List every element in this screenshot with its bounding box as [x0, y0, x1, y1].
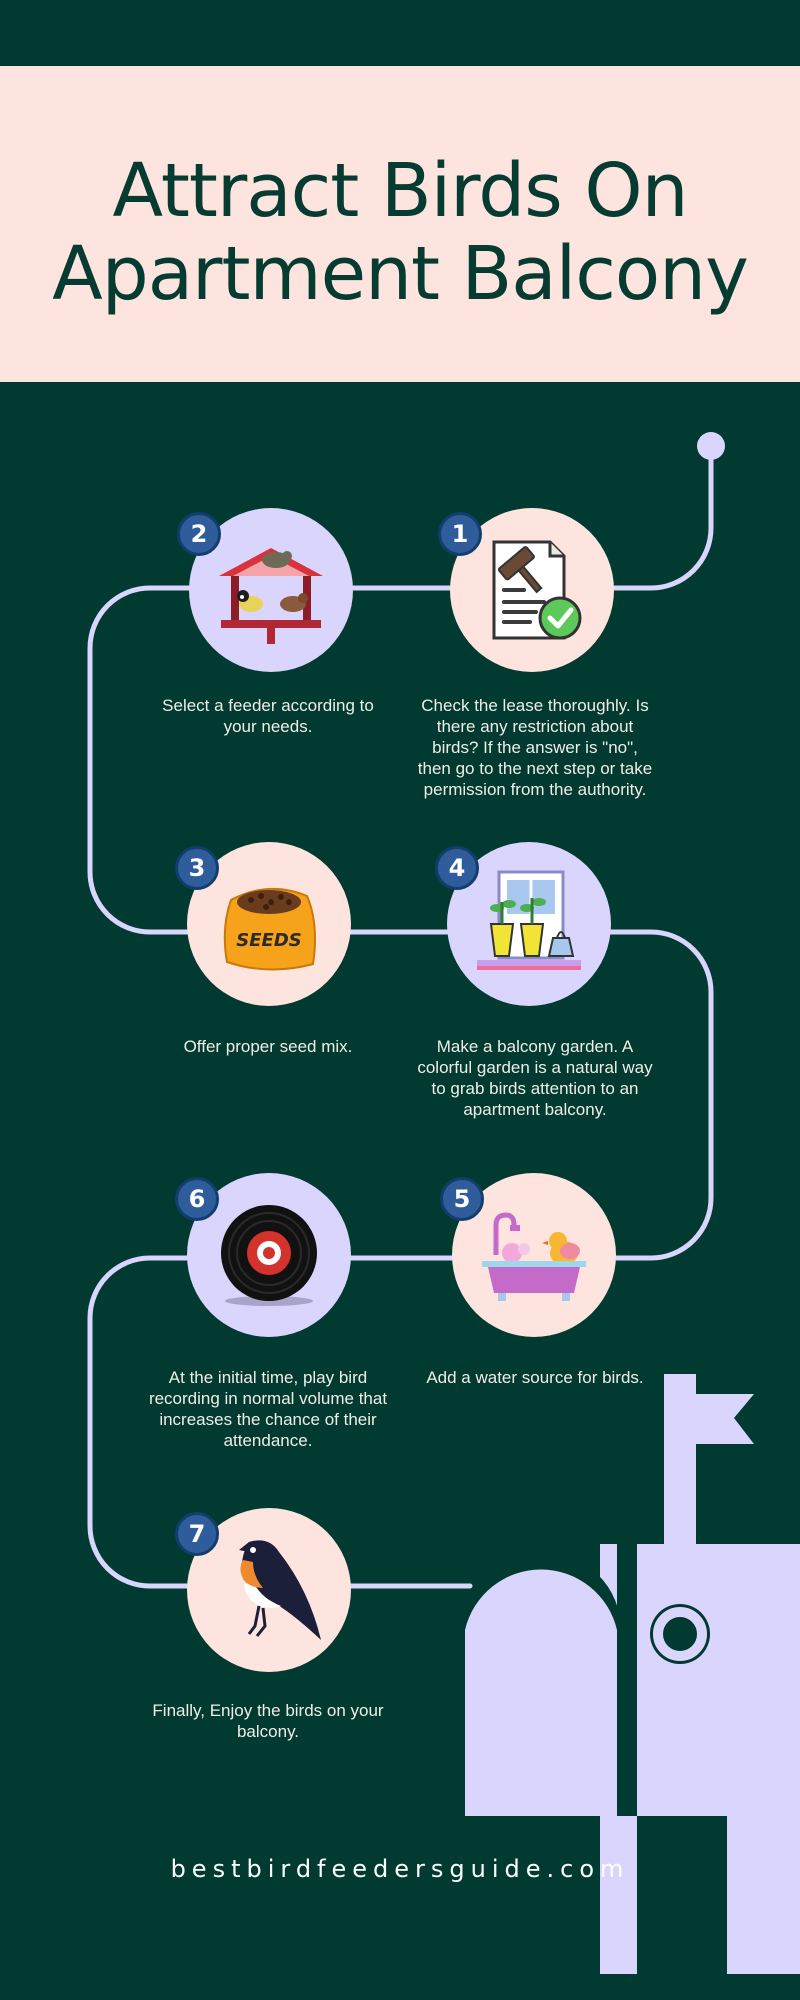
flag-pole — [664, 1374, 696, 1622]
title-line-2: Apartment Balcony — [52, 231, 749, 317]
seed-bag-icon: SEEDS — [223, 887, 316, 971]
step-6-badge: 6 — [175, 1177, 219, 1221]
step-3-description: Offer proper seed mix. — [183, 1037, 353, 1056]
lease-document-icon — [492, 540, 582, 640]
step-7-badge: 7 — [175, 1512, 219, 1556]
step-1-badge: 1 — [438, 512, 482, 556]
step-5-description: Add a water source for birds. — [426, 1368, 644, 1387]
vinyl-record-icon — [221, 1205, 317, 1306]
header-band — [0, 66, 800, 382]
step-6-description: At the initial time, play bird recording… — [148, 1368, 388, 1450]
step-2: 2 — [177, 508, 353, 672]
balcony-garden-icon — [477, 870, 581, 970]
bird-icon — [239, 1540, 321, 1640]
step-6: 6 — [175, 1173, 351, 1337]
winding-path — [87, 443, 714, 1589]
flag — [696, 1394, 754, 1444]
seed-bag-label: SEEDS — [236, 930, 301, 951]
page-title: Attract Birds On Apartment Balcony — [0, 150, 800, 316]
mailbox-base — [727, 1816, 800, 1974]
title-line-1: Attract Birds On — [112, 148, 689, 234]
step-3-badge: 3 — [175, 846, 219, 890]
bird-bath-icon — [482, 1212, 586, 1301]
bird-feeder-icon — [219, 548, 323, 644]
mailbox-post — [637, 1816, 727, 1974]
step-4-description: Make a balcony garden. A colorful garden… — [417, 1037, 653, 1119]
step-3: SEEDS 3 — [175, 842, 351, 1006]
step-7-description: Finally, Enjoy the birds on your balcony… — [152, 1701, 384, 1741]
mailbox-gap — [617, 1544, 637, 1816]
step-1: 1 — [438, 508, 614, 672]
step-5: 5 — [440, 1173, 616, 1337]
step-4: 4 — [435, 842, 611, 1006]
path-start-dot — [697, 432, 725, 460]
step-5-badge: 5 — [440, 1177, 484, 1221]
step-1-description: Check the lease thoroughly. Is there any… — [417, 696, 653, 799]
footer-website: bestbirdfeedersguide.com — [170, 1855, 630, 1883]
step-2-description: Select a feeder according to your needs. — [162, 696, 374, 736]
mailbox-front — [465, 1569, 617, 1816]
step-4-badge: 4 — [435, 846, 479, 890]
step-2-badge: 2 — [177, 512, 221, 556]
step-7: 7 — [175, 1508, 351, 1672]
